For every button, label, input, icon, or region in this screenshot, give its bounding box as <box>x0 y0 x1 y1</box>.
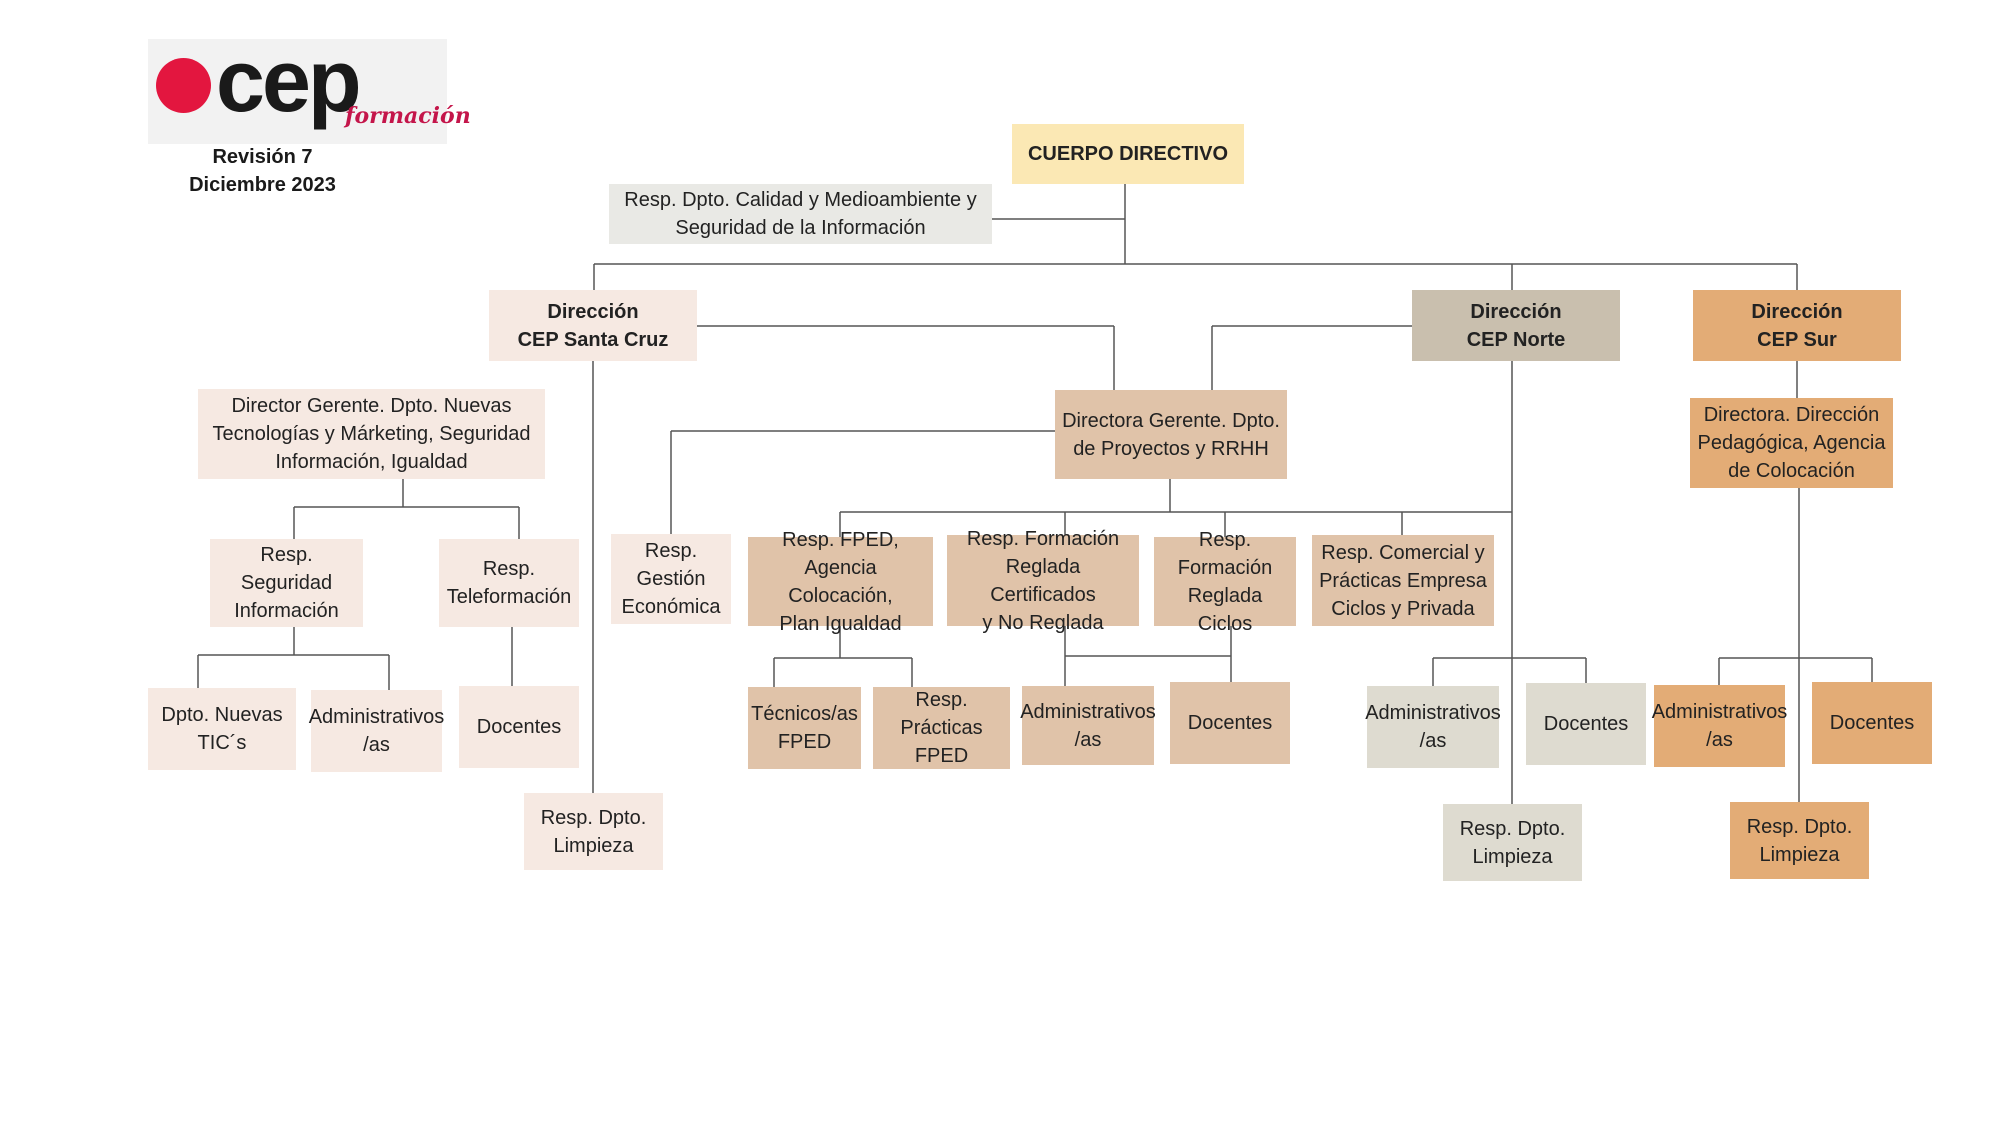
node-dir-norte: Dirección CEP Norte <box>1412 290 1620 361</box>
node-cuerpo-directivo: CUERPO DIRECTIVO <box>1012 124 1244 184</box>
node-dir-sur: Dirección CEP Sur <box>1693 290 1901 361</box>
logo-subtitle: formación <box>345 103 471 129</box>
logo-dot-icon <box>156 58 211 113</box>
node-administrativos-sur: Administrativos /as <box>1652 685 1787 767</box>
revision-label: Revisión 7 <box>212 146 313 168</box>
node-directora-pedagogica: Directora. Dirección Pedagógica, Agencia… <box>1690 398 1893 488</box>
node-resp-formacion-certificados: Resp. Formación Reglada Certificados y N… <box>947 528 1139 634</box>
node-resp-comercial: Resp. Comercial y Prácticas Empresa Cicl… <box>1312 535 1494 626</box>
node-administrativos-santa-cruz: Administrativos /as <box>309 690 444 772</box>
node-administrativos-norte: Administrativos /as <box>1365 686 1501 768</box>
node-limpieza-sur: Resp. Dpto. Limpieza <box>1730 802 1869 879</box>
cep-logo: cep formación <box>148 31 471 144</box>
node-directora-proyectos: Directora Gerente. Dpto. de Proyectos y … <box>1055 390 1287 479</box>
node-practicas-fped: Resp. Prácticas FPED <box>873 687 1010 769</box>
node-docentes-sur: Docentes <box>1812 682 1932 764</box>
node-resp-formacion-ciclos: Resp. Formación Reglada Ciclos <box>1154 529 1296 635</box>
node-docentes-proyectos: Docentes <box>1170 682 1290 764</box>
node-dpto-nuevas-tics: Dpto. Nuevas TIC´s <box>148 688 296 770</box>
node-docentes-santa-cruz: Docentes <box>459 686 579 768</box>
node-director-nuevas-tecnologias: Director Gerente. Dpto. Nuevas Tecnologí… <box>198 389 545 479</box>
node-gestion-economica: Resp. Gestión Económica <box>611 534 731 624</box>
node-tecnicos-fped: Técnicos/as FPED <box>748 687 861 769</box>
logo-word: cep <box>216 31 362 130</box>
revision-date: Diciembre 2023 <box>189 174 336 196</box>
node-administrativos-proyectos: Administrativos /as <box>1020 686 1156 765</box>
node-resp-seguridad: Resp. Seguridad Información <box>210 539 363 627</box>
node-limpieza-santa-cruz: Resp. Dpto. Limpieza <box>524 793 663 870</box>
node-docentes-norte: Docentes <box>1526 683 1646 765</box>
node-resp-teleformacion: Resp. Teleformación <box>439 539 579 627</box>
node-limpieza-norte: Resp. Dpto. Limpieza <box>1443 804 1582 881</box>
node-dir-santa-cruz: Dirección CEP Santa Cruz <box>489 290 697 361</box>
node-calidad: Resp. Dpto. Calidad y Medioambiente y Se… <box>609 184 992 244</box>
node-resp-fped: Resp. FPED, Agencia Colocación, Plan Igu… <box>748 529 933 635</box>
